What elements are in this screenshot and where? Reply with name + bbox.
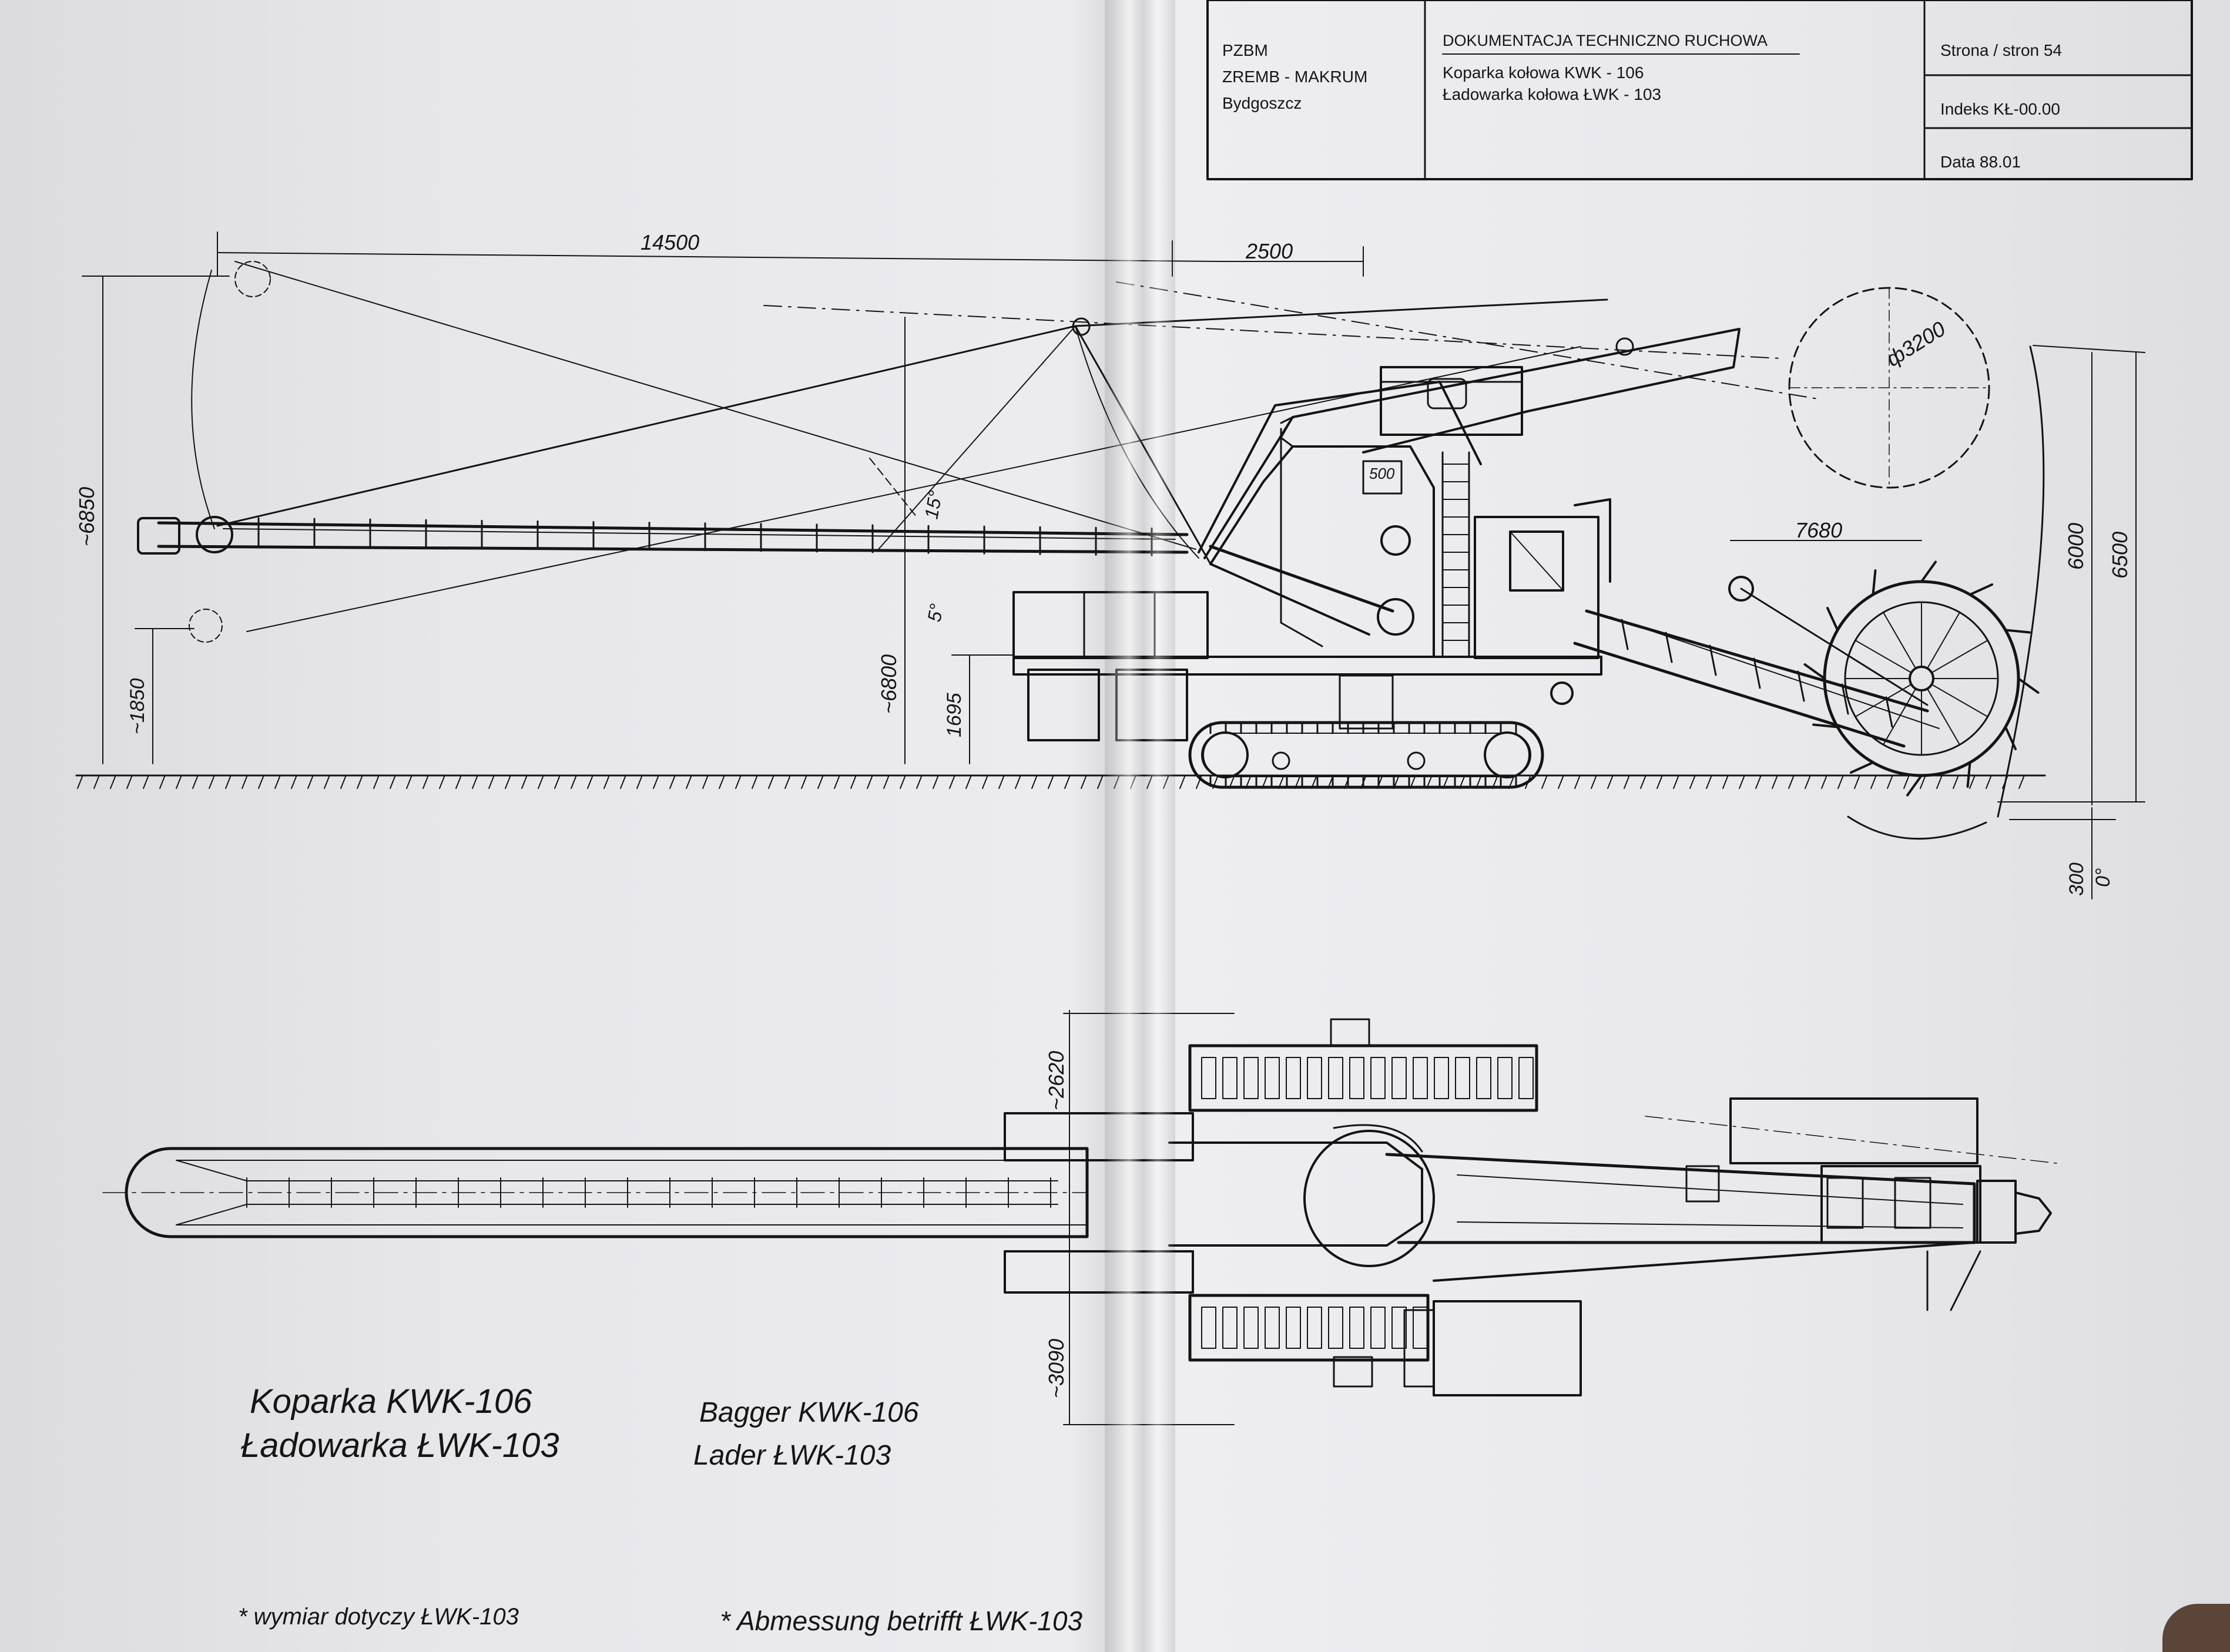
dim-height-low: ~1850 [126, 678, 149, 734]
upper-track-links [1201, 1057, 1534, 1099]
dim-reach: 7680 [1795, 518, 1842, 542]
dimension-lines [82, 231, 2145, 899]
rigging-lines [189, 261, 1822, 643]
dim-height-left: ~6850 [75, 487, 99, 546]
dim-depth-angle: 0° [2092, 868, 2114, 887]
doc-title: DOKUMENTACJA TECHNICZNO RUCHOWA [1443, 32, 1768, 49]
wheel-boom-idlers [1621, 619, 1893, 728]
title-block: PZBM ZREMB - MAKRUM Bydgoszcz DOKUMENTAC… [1206, 0, 2193, 180]
dim-height-right-2: 6500 [2108, 532, 2132, 579]
dim-track-upper: ~2620 [1044, 1051, 1068, 1110]
wheel-boom [1550, 576, 1940, 748]
conveyor-boom [137, 516, 1189, 556]
footnote-polish: * wymiar dotyczy ŁWK-103 [238, 1604, 519, 1630]
doc-line-1: Koparka kołowa KWK - 106 [1443, 63, 1644, 82]
bucket-wheel [1788, 287, 2045, 840]
wheel-buckets [1803, 560, 2040, 797]
ladder-rungs [1442, 464, 1470, 641]
page-fold [1105, 0, 1175, 1652]
superstructure [1012, 328, 1741, 741]
top-boom-ticks [246, 1177, 1051, 1208]
dim-boom-length: 14500 [641, 230, 699, 254]
caption-german-1: Bagger KWK-106 [699, 1397, 919, 1428]
top-view [102, 1010, 2057, 1425]
caption-polish-1: Koparka KWK-106 [250, 1382, 532, 1421]
index-code: Indeks KŁ-00.00 [1940, 100, 2060, 118]
dim-small-mark: 500 [1369, 465, 1395, 482]
lower-track-links [1201, 1307, 1428, 1349]
page-count: Strona / stron 54 [1940, 41, 2062, 59]
company-line-1: PZBM [1222, 41, 1268, 59]
captions: Koparka KWK-106 Ładowarka ŁWK-103 Bagger… [238, 1382, 1082, 1636]
company-line-3: Bydgoszcz [1222, 94, 1302, 112]
dim-wheel-diameter: ф3200 [1882, 317, 1950, 371]
angle-down: 5° [923, 602, 947, 624]
dim-height-axis: 1695 [943, 693, 965, 737]
ground-hatching [77, 776, 2024, 789]
dim-track-lower: ~3090 [1044, 1339, 1068, 1398]
angle-up: 15° [920, 489, 946, 521]
caption-polish-2: Ładowarka ŁWK-103 [241, 1426, 559, 1465]
crawler-track [1188, 674, 1544, 789]
dim-height-right-1: 6000 [2064, 523, 2088, 570]
doc-line-2: Ładowarka kołowa ŁWK - 103 [1443, 85, 1661, 103]
company-line-2: ZREMB - MAKRUM [1222, 68, 1367, 86]
dim-depth: 300 [2065, 862, 2088, 896]
dim-top-offset: 2500 [1245, 239, 1293, 263]
issue-date: Data 88.01 [1940, 153, 2021, 171]
side-view-labels: 14500 2500 ф3200 7680 ~6850 ~1850 ~6800 … [75, 230, 2132, 896]
caption-german-2: Lader ŁWK-103 [693, 1440, 891, 1471]
track-links [1209, 723, 1517, 787]
footnote-german: * Abmessung betrifft ŁWK-103 [720, 1606, 1082, 1636]
dim-height-mid: ~6800 [877, 654, 901, 714]
